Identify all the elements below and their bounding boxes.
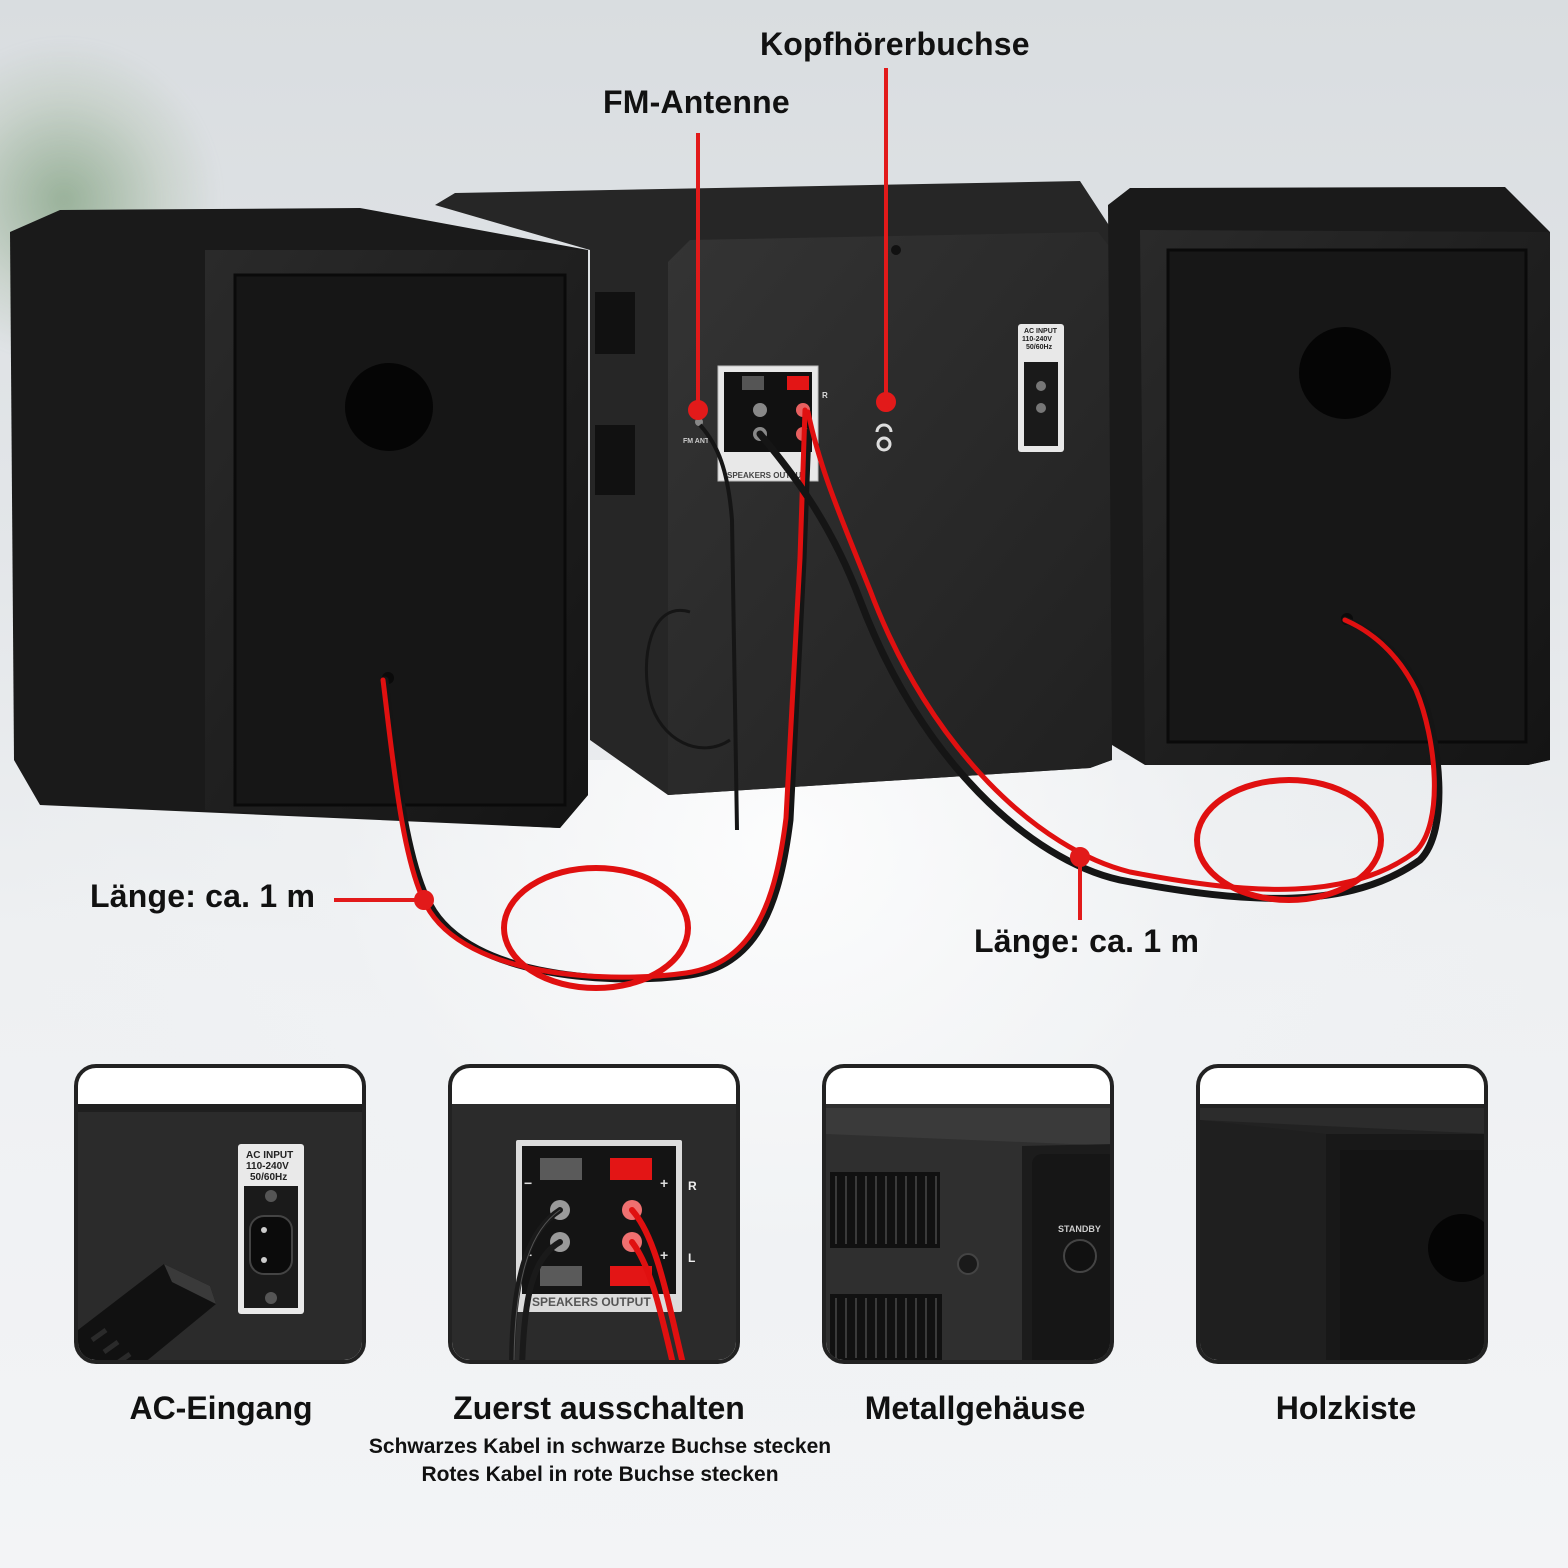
fm-callout-dot (688, 400, 708, 420)
terminal-cables (509, 1207, 686, 1360)
headphone-icon (875, 423, 893, 452)
product-scene: SPEAKERS OUTPUT R FM ANT AC INPUT 110-24… (10, 68, 1550, 991)
left-speaker (10, 208, 588, 828)
feature-panel-speaker-terminals: − + − + R L SPEAKERS OUTPUT (448, 1064, 740, 1364)
ac-input-mini-line3: 50/60Hz (1026, 344, 1053, 351)
right-length-callout-dot (1070, 847, 1090, 867)
ac-input-mini-line1: AC INPUT (1024, 328, 1058, 335)
feature-panel-wooden-box (1196, 1064, 1488, 1364)
caption-wooden-box: Holzkiste (1275, 1390, 1417, 1426)
speaker-port-hole (1299, 327, 1391, 419)
screw-icon (957, 1253, 979, 1275)
fm-antenna-wire (698, 423, 739, 831)
feature-panel-ac-input: AC INPUT 110-240V 50/60Hz (74, 1064, 366, 1364)
fm-antenna-callout: FM-Antenne (603, 84, 790, 120)
headphone-callout-dot (876, 392, 896, 412)
feature-panel-metal-housing: STANDBY (822, 1064, 1114, 1364)
ac-input-label-line2: 110-240V (246, 1161, 289, 1172)
standby-button (1063, 1239, 1097, 1273)
ac-input-label-line1: AC INPUT (246, 1150, 293, 1161)
caption-ac-input: AC-Eingang (129, 1390, 313, 1426)
caption-switch-off-first: Zuerst ausschalten (453, 1390, 745, 1426)
right-speaker (1108, 187, 1550, 765)
minus-label-top: − (524, 1175, 532, 1191)
left-length-callout-dot (414, 890, 434, 910)
caption-metal-housing: Metallgehäuse (864, 1390, 1086, 1426)
speakers-output-label: SPEAKERS OUTPUT (532, 1295, 651, 1309)
channel-r-label: R (688, 1179, 697, 1193)
power-plug-icon (78, 1264, 216, 1360)
main-unit: SPEAKERS OUTPUT R FM ANT AC INPUT 110-24… (435, 181, 1112, 795)
fm-antenna-socket (695, 418, 703, 426)
speaker-port-hole (1428, 1214, 1484, 1282)
left-speaker-cable (380, 407, 812, 991)
ac-input-label-line3: 50/60Hz (250, 1172, 287, 1183)
right-speaker-cable (756, 409, 1443, 903)
cable-length-left-callout: Länge: ca. 1 m (90, 878, 316, 914)
callout-lines (334, 68, 1090, 920)
ac-input-mini-line2: 110-240V (1022, 336, 1052, 343)
channel-r-mini-label: R (822, 391, 828, 400)
caption-detail-red-cable: Rotes Kabel in rote Buchse stecken (421, 1463, 779, 1486)
channel-l-label: L (688, 1251, 695, 1265)
cable-length-right-callout: Länge: ca. 1 m (974, 923, 1200, 959)
plus-label-top: + (660, 1175, 668, 1191)
fm-ant-mini-label: FM ANT (683, 438, 710, 445)
standby-label: STANDBY (1058, 1224, 1101, 1234)
speakers-output-mini-label: SPEAKERS OUTPUT (727, 471, 806, 480)
headphone-jack-callout: Kopfhörerbuchse (760, 26, 1030, 62)
vent-slots (595, 292, 635, 495)
caption-detail-black-cable: Schwarzes Kabel in schwarze Buchse steck… (368, 1435, 832, 1458)
speaker-port-hole (345, 363, 433, 451)
plus-label-bottom: + (660, 1247, 668, 1263)
screw-icon (891, 245, 901, 255)
